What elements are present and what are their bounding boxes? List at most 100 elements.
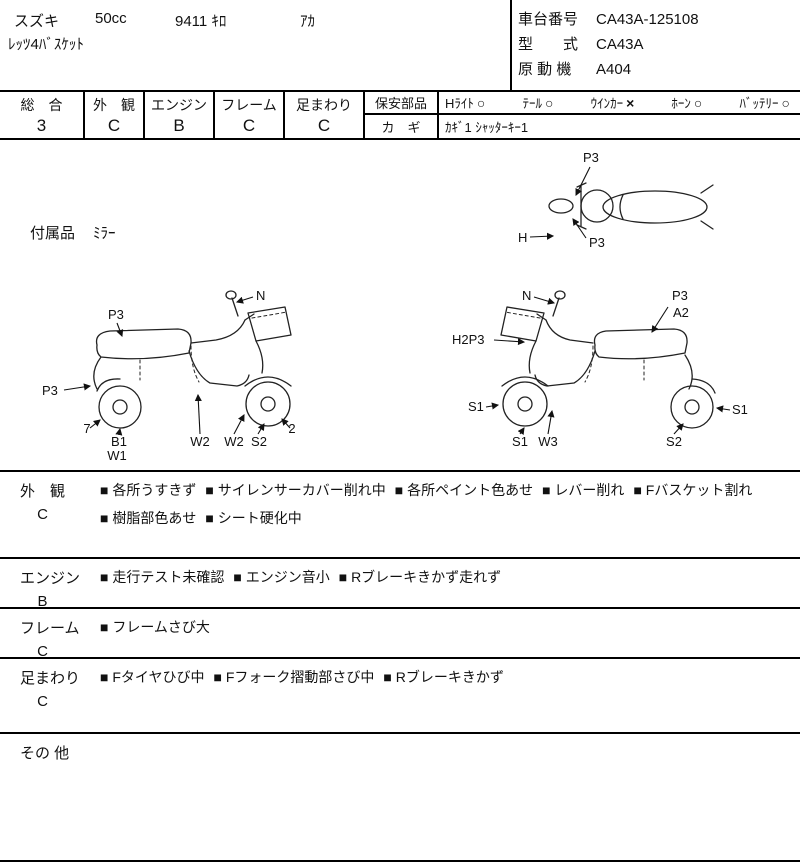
damage-label-s2-rear: S2 xyxy=(666,434,682,449)
damage-label-n-front: N xyxy=(256,288,265,303)
safety-item-status: ○ xyxy=(476,94,486,111)
comment-item: ■ エンジン音小 xyxy=(233,569,330,585)
rating-frame-label: フレーム xyxy=(221,97,277,113)
leader-arrow xyxy=(235,296,254,304)
comment-lines: ■ Fタイヤひび中 ■ Fフォーク摺動部さび中 ■ Rブレーキきかず xyxy=(100,667,794,695)
rating-overall-label: 総 合 xyxy=(20,97,63,113)
comment-item: ■ Fタイヤひび中 xyxy=(100,669,205,685)
safety-item-status: ○ xyxy=(693,94,703,111)
comment-line: ■ フレームさび大 xyxy=(100,617,794,645)
comment-item: ■ Fバスケット割れ xyxy=(633,482,753,498)
damage-label-s1-front-side: S1 xyxy=(468,399,484,414)
safety-item-battery: ﾊﾞｯﾃﾘｰ ○ xyxy=(739,93,789,112)
leader-arrow xyxy=(529,232,555,240)
key-row: カ ギ ｶｷﾞ1 ｼｬｯﾀｰｷｰ1 xyxy=(365,115,800,138)
comment-row-exterior: 外 観 C ■ 各所うすきず■ サイレンサーカバー削れ中■ 各所ペイント色あせ■… xyxy=(0,470,800,557)
damage-label-w3: W3 xyxy=(538,434,558,449)
rating-frame: フレーム C xyxy=(215,92,285,138)
comment-item: ■ サイレンサーカバー削れ中 xyxy=(205,482,386,498)
chassis-number: CA43A-125108 xyxy=(596,11,699,28)
damage-label-h2p3: H2P3 xyxy=(452,332,485,347)
comment-lines: ■ 各所うすきず ■ サイレンサーカバー削れ中 ■ 各所ペイント色あせ ■ レバー削れ… xyxy=(100,480,794,536)
accessories-row: 付属品 ﾐﾗｰ xyxy=(30,222,116,243)
comment-row-other: その 他 xyxy=(0,732,800,862)
leader-arrow xyxy=(547,409,555,435)
safety-parts-label: 保安部品 xyxy=(374,96,427,111)
comment-lines: ■ フレームさび大 xyxy=(100,617,794,645)
safety-item-status: × xyxy=(626,94,635,111)
comment-item: ■ レバー削れ xyxy=(542,482,625,498)
body-color: ｱｶ xyxy=(300,13,316,30)
damage-label-b1: B1 xyxy=(111,434,127,449)
safety-item-taillight: ﾃｰﾙ ○ xyxy=(522,93,553,112)
scooter-top-view-art xyxy=(548,182,714,230)
leader-arrow xyxy=(63,383,92,391)
comment-section-label: その 他 xyxy=(20,745,70,762)
safety-item-name: Hﾗｲﾄ xyxy=(445,96,474,111)
damage-label-s1-bottom: S1 xyxy=(512,434,528,449)
leader-arrow xyxy=(485,402,500,410)
comment-item: ■ 各所ペイント色あせ xyxy=(394,482,534,498)
comment-item: ■ Rブレーキきかず走れず xyxy=(338,569,502,585)
leader-arrow xyxy=(517,427,525,436)
rating-frame-value: C xyxy=(242,116,256,135)
comment-section-grade: C xyxy=(37,643,48,660)
leader-arrow xyxy=(194,393,202,435)
damage-label-w2-front: W2 xyxy=(224,434,244,449)
rating-engine: エンジン B xyxy=(145,92,215,138)
rating-undercarriage-label: 足まわり xyxy=(296,97,352,113)
rating-exterior-label: 外 観 xyxy=(93,97,135,113)
rating-engine-label: エンジン xyxy=(151,97,207,113)
damage-label-w2-center: W2 xyxy=(190,434,210,449)
rating-exterior-value: C xyxy=(107,116,121,135)
damage-label-p3-top: P3 xyxy=(583,150,599,165)
safety-item-status: ○ xyxy=(544,94,554,111)
right-side-diagram: N P3 A2 H2P3 S1 S1 S1 W3 S2 xyxy=(452,288,748,449)
damage-label-p3-seat: P3 xyxy=(108,307,124,322)
comment-line: ■ 走行テスト未確認■ エンジン音小■ Rブレーキきかず走れず xyxy=(100,567,794,595)
model-name: ﾚｯﾂ4ﾊﾞｽｹｯﾄ xyxy=(8,36,84,53)
damage-label-s2-front: S2 xyxy=(251,434,267,449)
safety-item-headlight: Hﾗｲﾄ ○ xyxy=(445,93,485,112)
damage-label-p3-rear: P3 xyxy=(672,288,688,303)
damage-label-n-front: N xyxy=(522,288,531,303)
rating-undercarriage: 足まわり C xyxy=(285,92,365,138)
type-value: CA43A xyxy=(596,36,644,53)
comment-item: ■ Rブレーキきかず xyxy=(383,669,504,685)
key-label: カ ギ xyxy=(381,120,421,135)
safety-items: Hﾗｲﾄ ○ ﾃｰﾙ ○ ｳｲﾝｶｰ × ﾎｰﾝ ○ xyxy=(437,93,800,112)
damage-label-h: H xyxy=(518,230,527,245)
top-view-diagram: P3 H P3 xyxy=(518,150,714,250)
mileage: 9411 ｷﾛ xyxy=(175,13,227,30)
comment-lines: ■ 走行テスト未確認■ エンジン音小■ Rブレーキきかず走れず xyxy=(100,567,794,595)
comment-row-frame: フレーム C ■ フレームさび大 xyxy=(0,607,800,660)
comment-section-grade: C xyxy=(37,693,48,710)
comment-item: ■ 樹脂部色あせ xyxy=(100,510,197,526)
comment-item: ■ 各所うすきず xyxy=(100,482,197,498)
safety-label-divider xyxy=(437,92,439,138)
comment-line: ■ 各所うすきず ■ サイレンサーカバー削れ中 ■ 各所ペイント色あせ ■ レバー削れ… xyxy=(100,480,794,508)
leader-arrow xyxy=(493,338,526,346)
comment-section-label: エンジン xyxy=(20,570,81,587)
leader-arrow xyxy=(572,218,587,239)
comment-item: ■ Fフォーク摺動部さび中 xyxy=(213,669,375,685)
safety-item-name: ﾊﾞｯﾃﾘｰ xyxy=(739,96,779,111)
comment-section-label: フレーム xyxy=(20,620,80,637)
safety-parts-row: 保安部品 Hﾗｲﾄ ○ ﾃｰﾙ ○ ｳｲﾝｶｰ × ﾎｰﾝ xyxy=(365,92,800,115)
leader-arrow xyxy=(651,306,669,333)
damage-label-p3-rear: P3 xyxy=(42,383,58,398)
comment-row-undercarriage: 足まわり C ■ Fタイヤひび中■ Fフォーク摺動部さび中■ Rブレーキきかず xyxy=(0,657,800,732)
rating-overall-value: 3 xyxy=(36,116,47,135)
comment-section-grade: B xyxy=(37,593,48,610)
leader-arrow xyxy=(281,418,291,429)
ratings-table: 総 合 3 外 観 C エンジン B フレーム C 足まわり C 保安部品 Hﾗ… xyxy=(0,90,800,140)
damage-label-s1-rear-side: S1 xyxy=(732,402,748,417)
damage-label-p3-front: P3 xyxy=(589,235,605,250)
damage-label-7: 7 xyxy=(83,421,90,436)
leader-arrow xyxy=(257,423,265,435)
leader-arrow xyxy=(233,414,245,435)
accessories-value: ﾐﾗｰ xyxy=(93,225,116,242)
leader-arrow xyxy=(89,419,101,429)
comment-line: ■ 樹脂部色あせ■ シート硬化中 xyxy=(100,508,794,536)
